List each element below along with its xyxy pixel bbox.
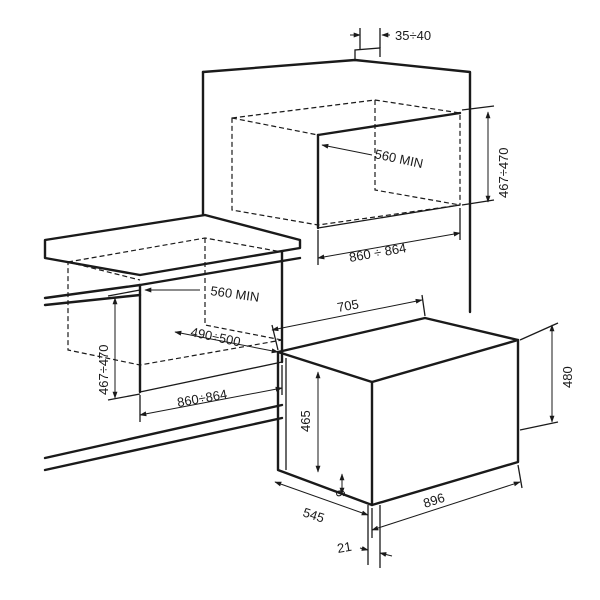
dim-counter-niche-depth: 560 MIN [210,283,261,305]
dim-appliance-depth-top: 705 [336,296,360,315]
dim-front-panel-thickness: 9 [333,490,348,497]
dimension-lines [107,28,559,568]
dim-appliance-width: 896 [421,490,446,511]
dim-gap-top: 35÷40 [395,28,431,43]
counter-cabinet [43,213,302,472]
dim-front-offset: 21 [336,539,353,556]
dim-column-niche-width: 860 ÷ 864 [348,240,407,265]
dim-counter-niche-height: 467÷470 [96,344,111,395]
dim-appliance-depth: 545 [301,505,326,526]
dim-appliance-total-height: 480 [560,366,575,388]
dim-column-niche-depth: 560 MIN [373,146,424,171]
dim-appliance-front-height: 465 [298,410,313,432]
dim-counter-cutout-depth: 490÷500 [189,324,242,349]
dim-counter-niche-width: 860÷864 [176,386,228,410]
appliance-box [276,316,520,507]
dim-column-niche-height: 467÷470 [496,147,511,198]
column-cabinet [201,47,472,314]
